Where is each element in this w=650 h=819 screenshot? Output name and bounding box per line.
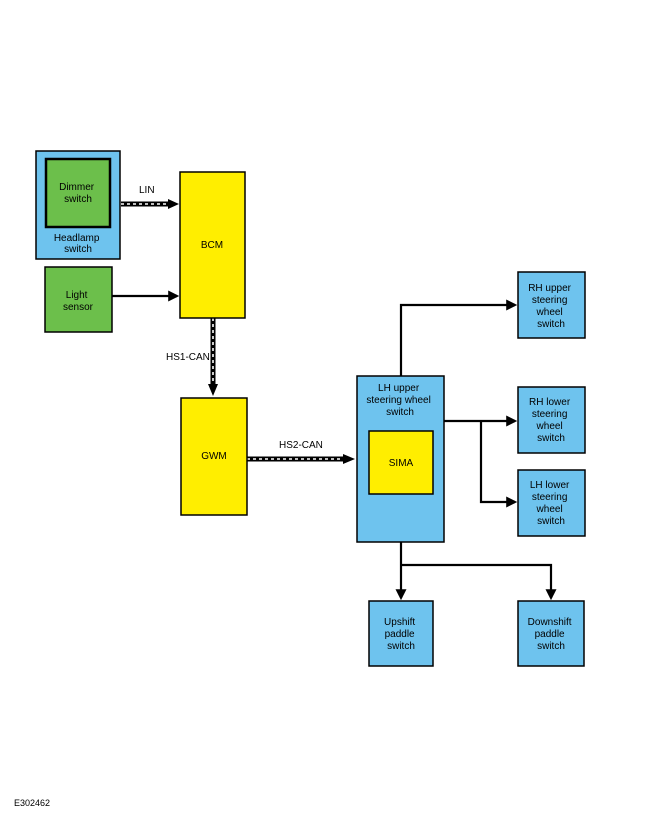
bcm-node: BCM [179, 171, 246, 319]
svg-text:RH upper steering: RH upper steering wheel switch [528, 283, 574, 330]
upshift-label-line-1: Upshift [384, 617, 415, 628]
downshift-label-line-3: switch [537, 641, 565, 652]
bcm-label: BCM [201, 240, 223, 251]
hs1-can-link [208, 318, 218, 396]
downshift-link [401, 563, 557, 601]
svg-text:LH lower steering: LH lower steering wheel switch [530, 480, 572, 527]
rh-upper-link [399, 299, 518, 376]
rh-upper-label-line-4: switch [537, 319, 565, 330]
gwm-node: GWM [180, 397, 248, 516]
dimmer-switch-node: Dimmer switch [44, 157, 112, 229]
upshift-paddle-switch-node: Upshift paddle switch [368, 600, 434, 667]
upshift-label-line-3: switch [387, 641, 415, 652]
rh-lower-label-line-3: wheel [536, 421, 563, 432]
light-sensor-node: Light sensor [44, 266, 113, 333]
svg-text:Upshift paddle swi: Upshift paddle switch [384, 617, 418, 652]
svg-text:Light sensor: Light sensor [63, 290, 94, 313]
lh-lower-switch-node: LH lower steering wheel switch [517, 469, 586, 537]
lh-upper-label-line-1: LH upper [378, 383, 420, 394]
downshift-label-line-2: paddle [535, 629, 565, 640]
lh-lower-label-line-2: steering [532, 492, 568, 503]
lin-label: LIN [139, 185, 155, 196]
headlamp-label-line-2: switch [64, 244, 92, 255]
lh-upper-label-line-2: steering wheel [366, 395, 430, 406]
dimmer-label-line-1: Dimmer [59, 182, 95, 193]
sima-node: SIMA [368, 430, 434, 495]
svg-text:LH upper steering wheel: LH upper steering wheel switch [366, 383, 433, 418]
lh-lower-label-line-1: LH lower [530, 480, 570, 491]
lh-lower-label-line-3: wheel [536, 504, 563, 515]
light-sensor-label-line-2: sensor [63, 302, 94, 313]
hs2-can-label: HS2-CAN [279, 440, 323, 451]
rh-lower-label-line-1: RH lower [529, 397, 571, 408]
upshift-label-line-2: paddle [385, 629, 415, 640]
lh-lower-label-line-4: switch [537, 516, 565, 527]
lh-lower-link [479, 421, 518, 508]
rh-upper-switch-node: RH upper steering wheel switch [517, 271, 586, 339]
downshift-paddle-switch-node: Downshift paddle switch [517, 600, 585, 667]
reference-number: E302462 [14, 798, 50, 808]
rh-lower-label-line-2: steering [532, 409, 568, 420]
headlamp-label-line-1: Headlamp [54, 233, 100, 244]
svg-text:RH lower steering: RH lower steering wheel switch [529, 397, 573, 444]
rh-upper-label-line-1: RH upper [528, 283, 571, 294]
rh-lower-label-line-4: switch [537, 433, 565, 444]
gwm-label: GWM [201, 451, 227, 462]
svg-text:Headlamp switch: Headlamp switch [54, 233, 102, 255]
lin-bus-link [121, 199, 179, 209]
sima-label: SIMA [389, 458, 414, 469]
hs1-can-label: HS1-CAN [166, 352, 210, 363]
lh-upper-label-line-3: switch [386, 407, 414, 418]
downshift-label-line-1: Downshift [528, 617, 572, 628]
hs2-can-link [247, 454, 355, 464]
rh-lower-switch-node: RH lower steering wheel switch [517, 386, 586, 454]
rh-upper-label-line-2: steering [532, 295, 568, 306]
light-sensor-label-line-1: Light [66, 290, 88, 301]
svg-text:Downshift paddle s: Downshift paddle switch [528, 617, 575, 652]
connections [112, 199, 557, 601]
dimmer-label-line-2: switch [64, 194, 92, 205]
rh-upper-label-line-3: wheel [536, 307, 563, 318]
svg-text:Dimmer switch: Dimmer switch [59, 182, 97, 205]
